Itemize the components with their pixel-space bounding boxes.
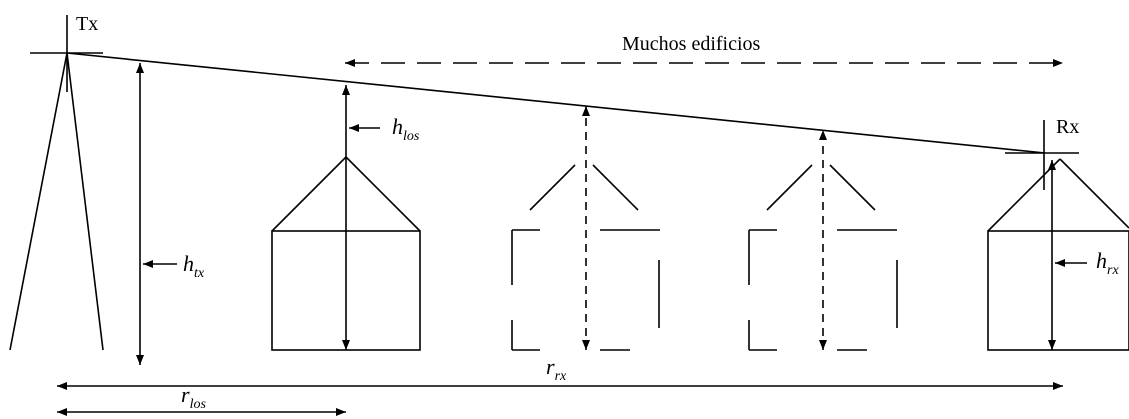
h-los-label: hlos — [392, 114, 420, 144]
rx-antenna — [1005, 120, 1079, 190]
tx-label: Tx — [76, 13, 98, 35]
building-2-dashed — [511, 164, 660, 351]
rx-label: Rx — [1056, 116, 1079, 138]
r-los-label: rlos — [181, 382, 206, 412]
line-of-sight — [66, 52, 1046, 154]
many-buildings-label: Muchos edificios — [622, 33, 761, 55]
r-rx-label: rrx — [546, 354, 567, 384]
h-tx-label: htx — [183, 251, 205, 281]
building-4 — [987, 158, 1129, 351]
building-3-dashed — [748, 164, 898, 351]
h-rx-label: hrx — [1096, 248, 1119, 278]
tx-tower — [9, 15, 104, 351]
